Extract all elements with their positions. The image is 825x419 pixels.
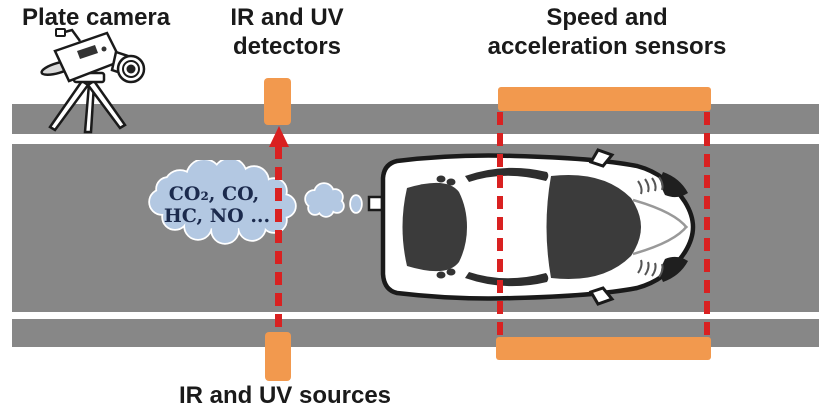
ir-uv-beam-dashed-line xyxy=(275,146,282,334)
car-windshield xyxy=(546,174,641,280)
speed-sensors-label: Speed and acceleration sensors xyxy=(457,3,757,61)
car-roof-vents xyxy=(436,175,456,279)
sensor-gate-line-left xyxy=(497,112,503,338)
plate-camera-label: Plate camera xyxy=(22,4,171,31)
sensor-gate-line-right xyxy=(704,112,710,338)
car-hood-lines xyxy=(632,198,688,256)
cloud-gases-line2: HC, NO ... xyxy=(164,205,270,227)
car-rear-detail xyxy=(367,195,384,212)
camera-body xyxy=(53,28,123,83)
car-headlight-top xyxy=(660,172,688,198)
ir-uv-detector-box xyxy=(264,78,291,125)
speed-sensor-bar-bottom xyxy=(496,337,711,360)
detectors-label-line2: detectors xyxy=(232,33,342,60)
car-side-window-top xyxy=(465,167,549,182)
ir-uv-source-box xyxy=(265,332,291,381)
car-mirror-top xyxy=(588,148,615,168)
speed-sensors-label-line1: Speed and xyxy=(546,4,668,31)
car-hood-hatches xyxy=(637,176,664,278)
car-headlight-bottom xyxy=(660,256,688,282)
beam-up-arrowhead xyxy=(269,126,289,147)
tripod xyxy=(48,71,127,134)
car-side-window-bottom xyxy=(465,272,549,287)
car-top-view-icon xyxy=(367,148,696,306)
cloud-gases-line1: CO₂, CO, xyxy=(169,183,259,205)
car-mirror-bottom xyxy=(588,286,615,306)
speed-sensors-label-line2: acceleration sensors xyxy=(487,33,727,60)
speed-sensor-bar-top xyxy=(498,87,711,111)
sources-label: IR and UV sources xyxy=(178,382,392,409)
plate-camera-icon xyxy=(40,28,146,134)
detectors-label-line1: IR and UV xyxy=(230,4,344,31)
camera-lens xyxy=(110,50,146,84)
detectors-label: IR and UV detectors xyxy=(216,3,358,61)
car-rear-window xyxy=(402,182,467,272)
exhaust-cloud-icon: CO₂, CO, HC, NO ... xyxy=(148,160,363,245)
